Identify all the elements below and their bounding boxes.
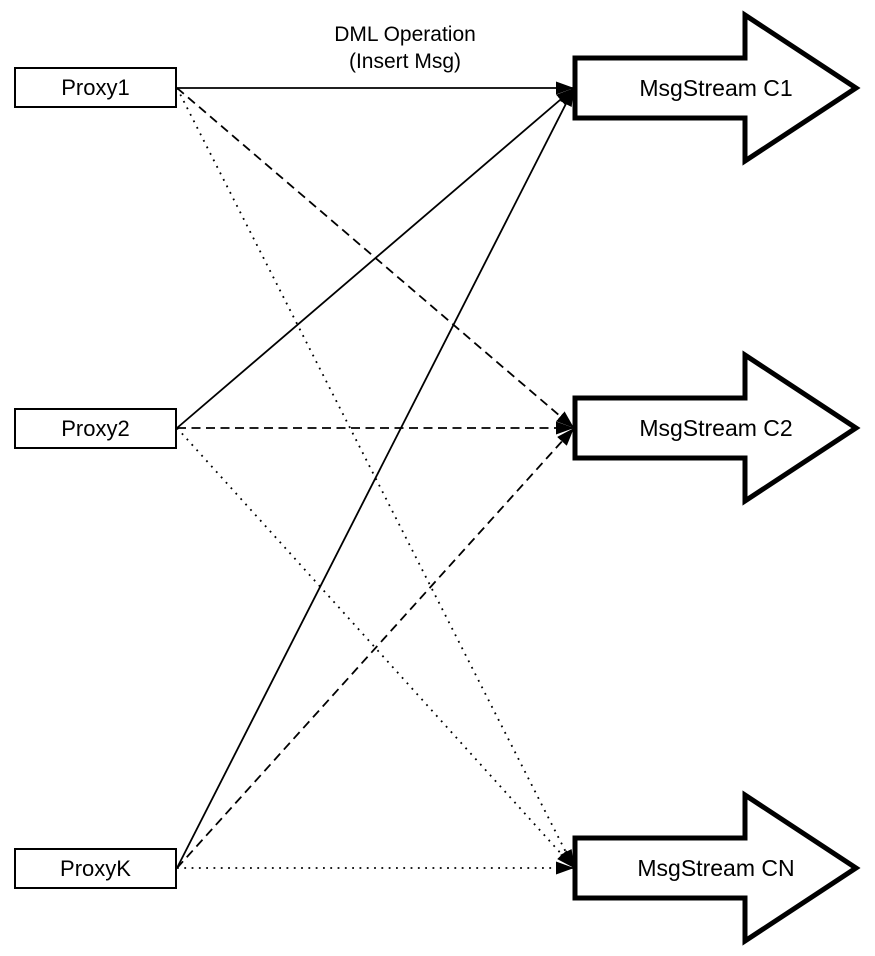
edge-proxyk-c1-solid	[176, 87, 575, 869]
block-arrow-shape-c2	[572, 350, 861, 506]
edges-layer	[176, 81, 575, 875]
dml-operation-line2: (Insert Msg)	[348, 50, 461, 73]
proxyk-label: ProxyK	[60, 855, 131, 881]
edge-proxy1-c2-dashed	[176, 87, 575, 429]
msgstream-cn-label: MsgStream CN	[637, 855, 794, 881]
block-arrow-shape-cn	[572, 790, 861, 946]
proxy1-label: Proxy1	[61, 74, 130, 100]
msgstream-cn-arrow: MsgStream CN	[572, 790, 861, 946]
msgstream-c2-arrow: MsgStream C2	[572, 350, 861, 506]
msgstream-c1-label: MsgStream C1	[639, 75, 792, 101]
msgstream-c1-arrow: MsgStream C1	[572, 10, 861, 166]
dml-operation-line1: DML Operation	[334, 23, 476, 46]
proxy2-label: Proxy2	[61, 415, 130, 441]
proxyk-node: ProxyK	[14, 848, 177, 889]
proxy1-node: Proxy1	[14, 67, 177, 108]
edge-proxyk-c2-dashed	[176, 427, 575, 869]
dml-operation-label: DML Operation (Insert Msg)	[280, 21, 530, 75]
block-arrow-shape-c1	[572, 10, 861, 166]
proxy2-node: Proxy2	[14, 408, 177, 449]
msgstream-c2-label: MsgStream C2	[639, 415, 792, 441]
